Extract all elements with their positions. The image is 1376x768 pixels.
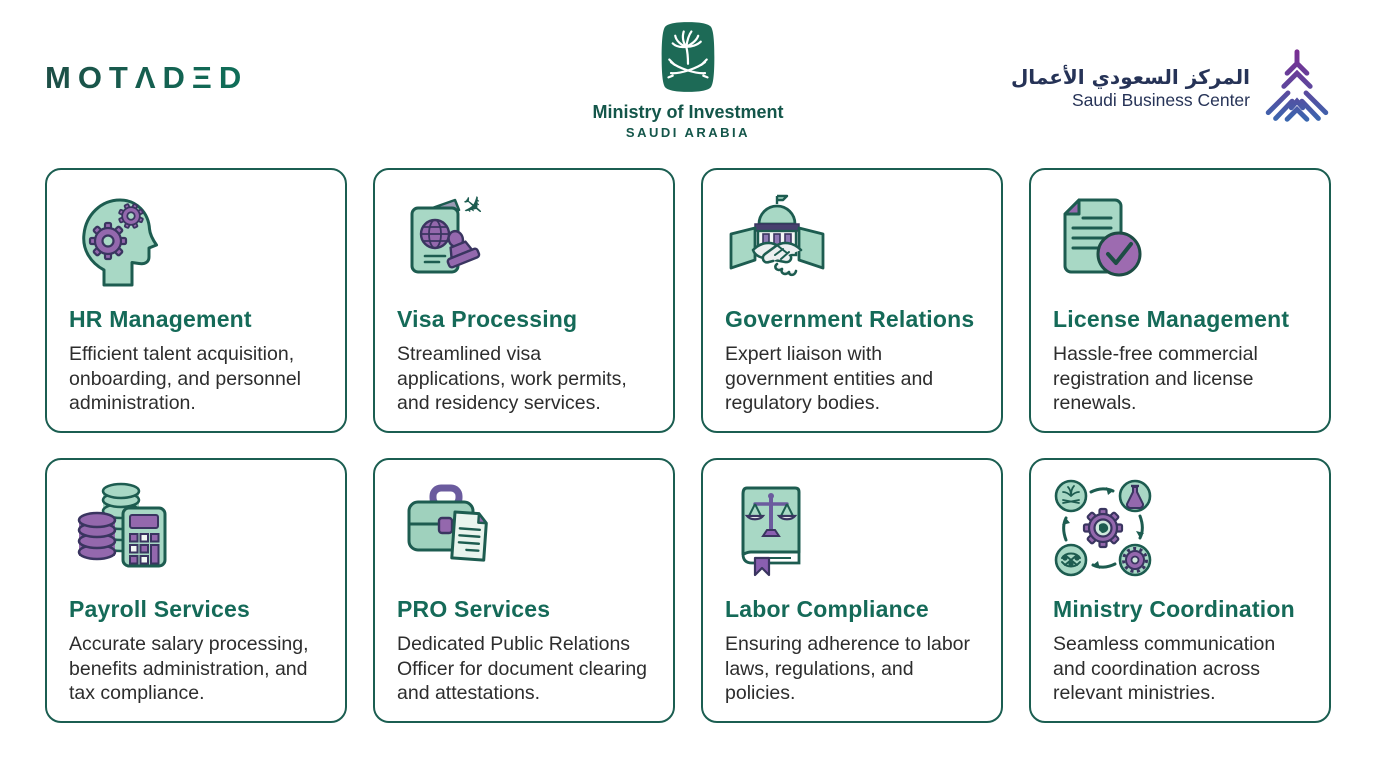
government-handshake-icon bbox=[725, 188, 979, 290]
card-description: Seamless communication and coordination … bbox=[1053, 633, 1276, 705]
card-title: HR Management bbox=[69, 306, 252, 332]
card-title: Labor Compliance bbox=[725, 596, 929, 622]
sbc-starburst-icon bbox=[1265, 49, 1329, 122]
card-ministry-coordination: Ministry Coordination Seamless communica… bbox=[1029, 458, 1331, 723]
card-title: Visa Processing bbox=[397, 306, 578, 332]
card-title: Government Relations bbox=[725, 306, 975, 332]
document-check-icon bbox=[1053, 188, 1307, 290]
card-description: Expert liaison with government entities … bbox=[725, 343, 934, 415]
ministry-cycle-icon bbox=[1053, 478, 1307, 580]
card-hr-management: HR Management Efficient talent acquisiti… bbox=[45, 168, 347, 433]
card-license-management: License Management Hassle-free commercia… bbox=[1029, 168, 1331, 433]
sbc-text: المركز السعودي الأعمال Saudi Business Ce… bbox=[1011, 65, 1250, 111]
saudi-emblem-icon bbox=[661, 22, 715, 92]
services-grid: HR Management Efficient talent acquisiti… bbox=[45, 168, 1331, 723]
ministry-of-investment-logo: Ministry of Investment SAUDI ARABIA bbox=[0, 16, 1376, 140]
passport-stamp-plane-icon: ✈ bbox=[397, 188, 651, 290]
head-gears-icon bbox=[69, 188, 323, 290]
coins-calculator-icon bbox=[69, 478, 323, 580]
svg-text:✈: ✈ bbox=[455, 188, 492, 225]
plane-glyph: ✈ bbox=[455, 188, 492, 225]
header: MOTΛDΞD Ministry of Investment SAUDI ARA… bbox=[0, 0, 1376, 160]
card-title: License Management bbox=[1053, 306, 1290, 332]
card-visa-processing: ✈ Visa Processing Streamlined visa appli… bbox=[373, 168, 675, 433]
card-title: PRO Services bbox=[397, 596, 551, 622]
card-payroll-services: Payroll Services Accurate salary process… bbox=[45, 458, 347, 723]
saudi-business-center-logo: المركز السعودي الأعمال Saudi Business Ce… bbox=[1011, 46, 1334, 130]
card-pro-services: PRO Services Dedicated Public Relations … bbox=[373, 458, 675, 723]
card-description: Efficient talent acquisition, onboarding… bbox=[69, 343, 302, 415]
ministry-country: SAUDI ARABIA bbox=[625, 125, 751, 140]
card-description: Ensuring adherence to labor laws, regula… bbox=[725, 633, 970, 705]
card-description: Hassle-free commercial registration and … bbox=[1053, 343, 1258, 415]
card-labor-compliance: Labor Compliance Ensuring adherence to l… bbox=[701, 458, 1003, 723]
briefcase-document-icon bbox=[397, 478, 651, 580]
card-description: Streamlined visa applications, work perm… bbox=[397, 343, 627, 415]
law-book-scales-icon bbox=[725, 478, 979, 580]
motaded-logo: MOTΛDΞD bbox=[45, 60, 249, 95]
card-description: Accurate salary processing, benefits adm… bbox=[69, 633, 309, 705]
card-description: Dedicated Public Relations Officer for d… bbox=[397, 633, 648, 705]
card-title: Payroll Services bbox=[69, 596, 250, 622]
sbc-arabic-name: المركز السعودي الأعمال bbox=[1010, 65, 1250, 89]
card-government-relations: Government Relations Expert liaison with… bbox=[701, 168, 1003, 433]
ministry-name: Ministry of Investment bbox=[592, 102, 784, 122]
card-title: Ministry Coordination bbox=[1053, 596, 1295, 622]
sbc-english-name: Saudi Business Center bbox=[1071, 90, 1250, 110]
